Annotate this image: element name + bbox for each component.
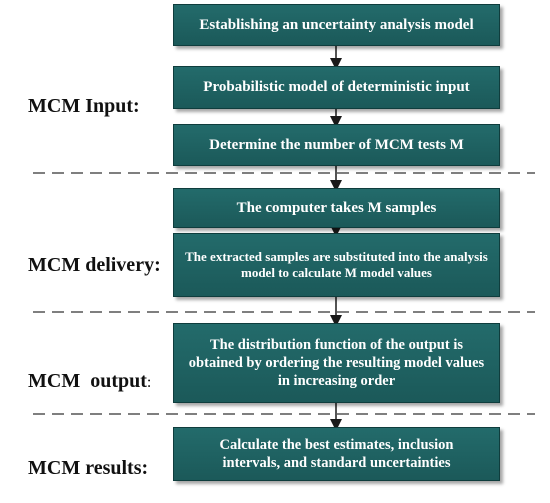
stage-label-results-text: MCM results: [28,457,149,479]
step-box-distribution-function: The distribution function of the output … [173,323,500,403]
stage-label-output: MCM output: [8,347,151,416]
connectors-and-dividers [33,45,535,431]
step-text-distribution-function: The distribution function of the output … [188,336,485,390]
step-box-results: Calculate the best estimates, inclusion … [173,427,500,481]
step-text-substitute-samples: The extracted samples are substituted in… [185,248,488,280]
step-box-model: Establishing an uncertainty analysis mod… [173,4,500,46]
stage-label-input-text: MCM Input: [28,95,140,117]
mcm-flowchart: Establishing an uncertainty analysis mod… [8,4,535,481]
stage-label-input: MCM Input: [8,72,140,141]
step-box-take-samples: The computer takes M samples [173,188,500,228]
stage-label-output-text: MCM output [28,370,147,392]
stage-label-delivery: MCM delivery: [8,231,161,300]
step-text-results: Calculate the best estimates, inclusion … [219,436,454,471]
step-box-substitute-samples: The extracted samples are substituted in… [173,233,500,297]
step-box-number-of-tests: Determine the number of MCM tests M [173,124,500,166]
step-text-model: Establishing an uncertainty analysis mod… [199,16,474,33]
step-text-take-samples: The computer takes M samples [236,199,437,216]
stage-label-results: MCM results: [8,434,148,503]
step-text-number-of-tests: Determine the number of MCM tests M [209,136,464,153]
step-text-probabilistic-input: Probabilistic model of deterministic inp… [203,79,470,96]
step-box-probabilistic-input: Probabilistic model of deterministic inp… [173,66,500,109]
stage-label-delivery-text: MCM delivery: [28,254,161,276]
stage-label-output-colon: : [146,374,152,391]
